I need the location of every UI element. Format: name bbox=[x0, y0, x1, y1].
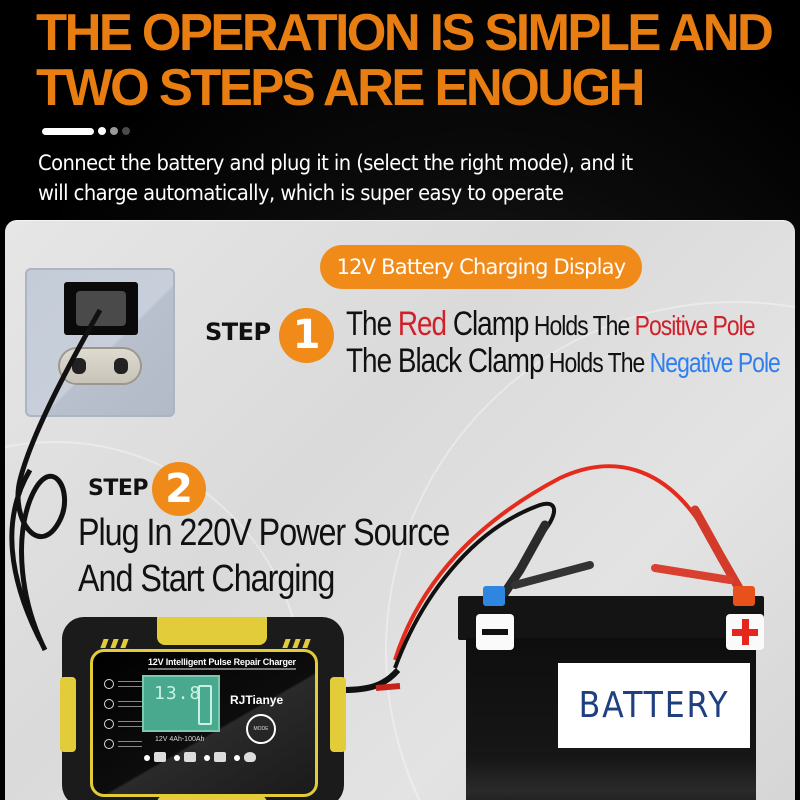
mode-indicator bbox=[144, 755, 150, 761]
step-2-label: STEP bbox=[88, 476, 149, 501]
charger-yellow-trim bbox=[157, 617, 267, 645]
positive-terminal bbox=[733, 586, 755, 606]
battery-charger: 12V Intelligent Pulse Repair Charger 13.… bbox=[60, 617, 346, 800]
repair-icon bbox=[104, 739, 114, 749]
mode-indicator bbox=[174, 755, 180, 761]
step-1-line-2: The Black Clamp Holds The Negative Pole bbox=[346, 342, 781, 380]
mode-button[interactable]: MODE bbox=[246, 714, 276, 744]
motorcycle-icon bbox=[214, 752, 226, 762]
headline-line-2: TWO STEPS ARE ENOUGH bbox=[36, 59, 645, 117]
protection-icon bbox=[104, 719, 114, 729]
display-badge: 12V Battery Charging Display bbox=[320, 245, 642, 289]
outlet-socket bbox=[60, 349, 140, 383]
negative-terminal bbox=[483, 586, 505, 606]
outlet-port-top bbox=[64, 282, 138, 335]
red-word: Red bbox=[397, 305, 447, 343]
pager-dot-3[interactable] bbox=[122, 127, 130, 135]
voltage-readout: 13.8 bbox=[154, 683, 202, 704]
plus-icon bbox=[726, 614, 764, 650]
battery-level-icon bbox=[198, 685, 212, 725]
charger-brand: RJTianye bbox=[230, 693, 284, 707]
charger-title: 12V Intelligent Pulse Repair Charger bbox=[148, 657, 296, 667]
intro-line-2: will charge automatically, which is supe… bbox=[38, 181, 564, 205]
charger-spec: 12V 4Ah-100Ah bbox=[155, 736, 205, 743]
mode-indicator bbox=[234, 755, 240, 761]
step-2-line-2: And Start Charging bbox=[78, 558, 335, 600]
pager-dot-1[interactable] bbox=[98, 127, 106, 135]
charger-yellow-trim bbox=[157, 795, 267, 800]
mode-indicator bbox=[204, 755, 210, 761]
car-icon bbox=[154, 752, 166, 762]
pager-dot-2[interactable] bbox=[110, 127, 118, 135]
step-1-label: STEP bbox=[205, 318, 271, 346]
pager-active-indicator[interactable] bbox=[42, 127, 94, 135]
half-circle-icon bbox=[104, 699, 114, 709]
battery-icon bbox=[184, 752, 196, 762]
headline-line-1: THE OPERATION IS SIMPLE AND bbox=[36, 4, 774, 62]
minus-icon bbox=[476, 614, 514, 650]
step-2-number: 2 bbox=[152, 462, 206, 516]
negative-pole-text: Negative Pole bbox=[649, 347, 781, 378]
step-1-line-1: The Red Clamp Holds The Positive Pole bbox=[346, 305, 756, 343]
wall-outlet bbox=[25, 268, 175, 417]
shield-icon bbox=[244, 752, 256, 762]
shield-icon bbox=[104, 679, 114, 689]
carousel-pager[interactable] bbox=[42, 127, 130, 135]
charger-lcd: 13.8 bbox=[142, 675, 220, 732]
step-1-number: 1 bbox=[279, 308, 334, 363]
car-battery: BATTERY bbox=[458, 586, 764, 800]
step-2-line-1: Plug In 220V Power Source bbox=[78, 512, 450, 554]
headline: THE OPERATION IS SIMPLE AND TWO STEPS AR… bbox=[36, 6, 781, 116]
battery-label: BATTERY bbox=[558, 663, 750, 748]
positive-pole-text: Positive Pole bbox=[634, 310, 756, 341]
intro-text: Connect the battery and plug it in (sele… bbox=[38, 148, 745, 208]
intro-line-1: Connect the battery and plug it in (sele… bbox=[38, 151, 633, 175]
